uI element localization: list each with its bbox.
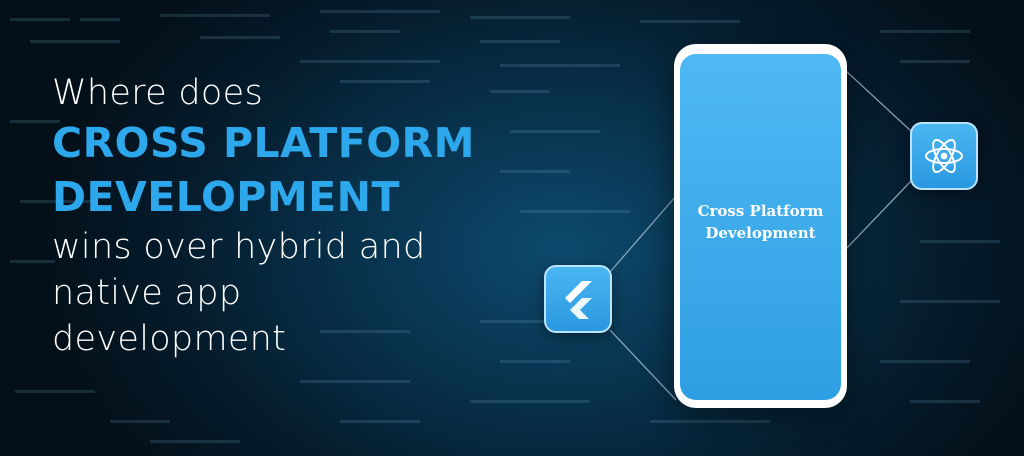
- phone-screen-label: Cross Platform Development: [697, 202, 824, 242]
- headline: Where does CROSS PLATFORM DEVELOPMENT wi…: [52, 70, 572, 362]
- headline-line-native-app: native app: [52, 273, 242, 313]
- phone-speaker: [741, 50, 780, 53]
- headline-line-development: development: [52, 319, 287, 359]
- phone-screen: Cross Platform Development: [680, 54, 841, 400]
- headline-highlight-cross-platform: CROSS PLATFORM: [52, 119, 475, 167]
- flutter-logo-icon: [544, 265, 612, 333]
- headline-highlight-development: DEVELOPMENT: [52, 173, 400, 221]
- react-logo-icon: [910, 122, 978, 190]
- headline-line-wins-over: wins over hybrid and: [52, 227, 426, 267]
- headline-line-where-does: Where does: [52, 73, 264, 113]
- smartphone-mockup: Cross Platform Development: [674, 44, 847, 408]
